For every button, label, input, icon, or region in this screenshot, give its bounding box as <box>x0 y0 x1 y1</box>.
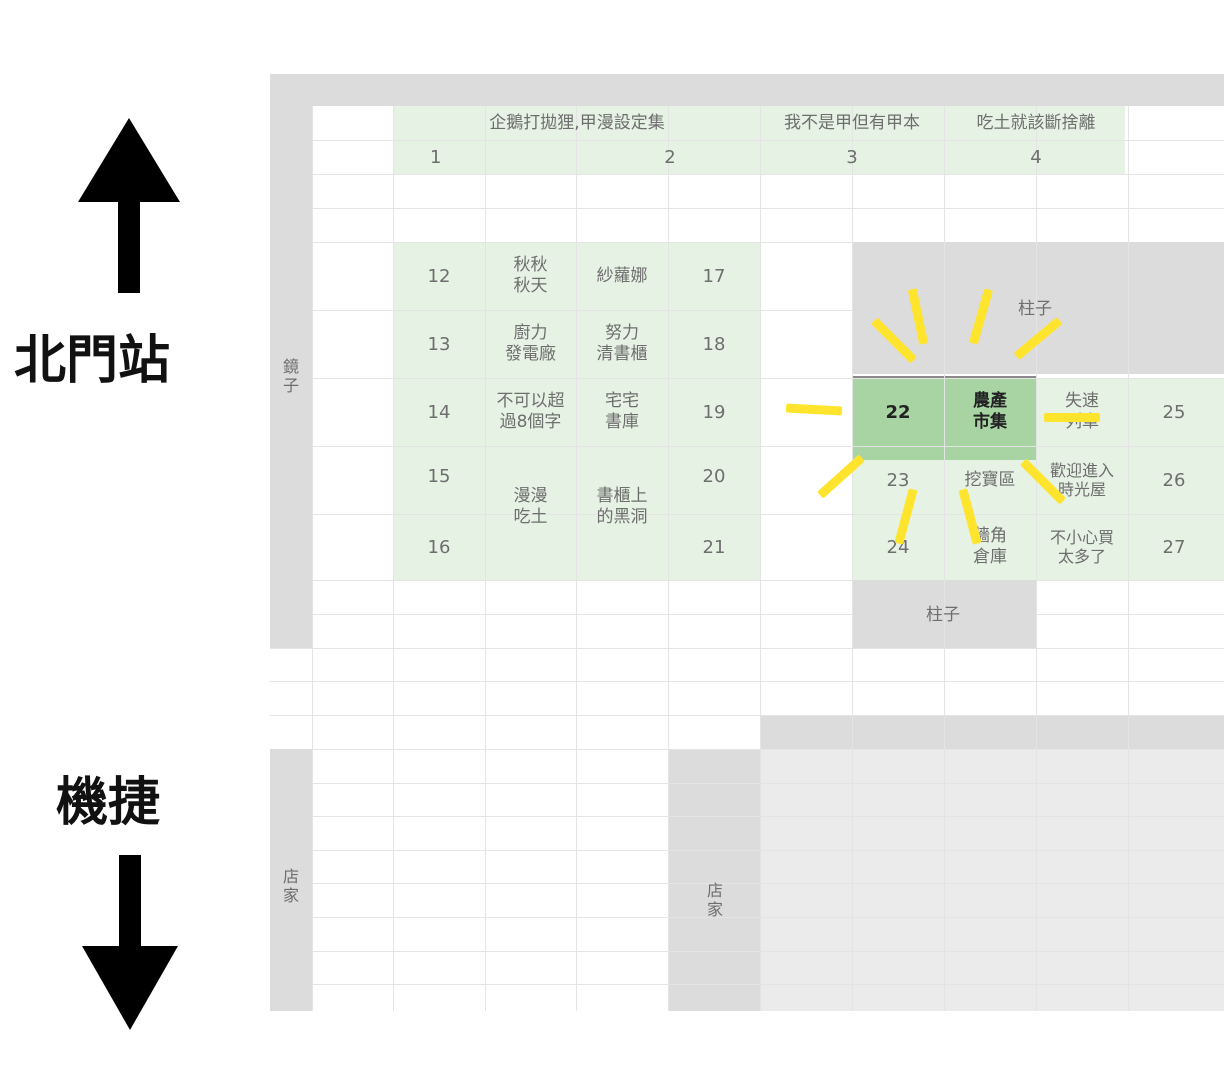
lower-bar <box>760 715 1224 749</box>
pillar-label-bottom: 柱子 <box>926 604 960 625</box>
booth-number-19: 19 <box>702 401 726 423</box>
booth-number-12: 12 <box>427 265 451 287</box>
arrow-up-icon <box>78 118 180 293</box>
mirror-label: 鏡 子 <box>282 357 299 395</box>
top-bar <box>270 74 1224 106</box>
booth-name-shisu: 失速 列車 <box>1065 391 1099 432</box>
booth-number-14: 14 <box>427 401 451 423</box>
booth-name-wabao: 挖寶區 <box>964 469 1016 490</box>
venue-map: 企鵝打拋狸,甲漫設定集 我不是甲但有甲本 吃土就該斷捨離 1 2 3 4 12 … <box>270 74 1224 1011</box>
booth-number-17: 17 <box>702 265 726 287</box>
booth-number-27: 27 <box>1162 536 1186 558</box>
booth-name-chuli: 廚力 發電廠 <box>505 323 556 364</box>
booth-number-20: 20 <box>702 466 726 487</box>
booth-number-1: 1 <box>430 146 442 168</box>
left-wall <box>270 106 312 648</box>
shop-area <box>760 749 1224 1011</box>
booth-name-nongchan: 農產 市集 <box>973 391 1007 432</box>
booth-name-bukeyi: 不可以超 過8個字 <box>496 391 565 432</box>
booth-name-buxiaoxin: 不小心買 太多了 <box>1049 528 1114 566</box>
booth-number-3: 3 <box>846 146 858 168</box>
booth-name-4: 吃土就該斷捨離 <box>976 112 1096 133</box>
booth-number-25: 25 <box>1162 401 1186 423</box>
shop-label-center: 店 家 <box>706 881 723 919</box>
booth-name-3: 我不是甲但有甲本 <box>784 112 920 133</box>
booth-number-21: 21 <box>702 536 726 558</box>
left-booth-block <box>393 242 761 580</box>
left-wall-lower <box>270 749 312 1011</box>
airport-mrt-label: 機捷 <box>56 773 161 833</box>
booth-number-15: 15 <box>427 466 451 487</box>
booth-name-nuli: 努力 清書櫃 <box>596 323 648 364</box>
booth-number-16: 16 <box>427 536 451 558</box>
booth-number-2: 2 <box>664 146 676 168</box>
booth-number-23: 23 <box>886 469 910 491</box>
pillar-label-top: 柱子 <box>1018 298 1052 319</box>
arrow-down-icon <box>82 855 178 1030</box>
booth-name-1-2: 企鵝打拋狸,甲漫設定集 <box>489 112 665 133</box>
booth-name-qiuqiu: 秋秋 秋天 <box>513 255 548 296</box>
booth-name-manman: 漫漫 吃土 <box>513 486 548 527</box>
booth-number-22: 22 <box>885 401 911 423</box>
booth-name-huanying: 歡迎進入 時光屋 <box>1049 461 1114 499</box>
booth-number-13: 13 <box>427 333 451 355</box>
booth-name-zhaizhai: 宅宅 書庫 <box>605 391 639 432</box>
booth-number-18: 18 <box>702 333 726 355</box>
booth-name-qiangjiao: 牆角 倉庫 <box>973 526 1007 567</box>
north-station-label: 北門站 <box>14 331 171 391</box>
booth-number-26: 26 <box>1162 469 1186 491</box>
shop-column <box>668 749 760 1011</box>
booth-number-4: 4 <box>1030 146 1042 168</box>
booth-number-24: 24 <box>886 536 910 558</box>
shop-label-left: 店 家 <box>282 867 299 905</box>
booth-name-shaluona: 紗蘿娜 <box>596 265 648 286</box>
booth-name-shugui: 書櫃上 的黑洞 <box>596 486 648 527</box>
